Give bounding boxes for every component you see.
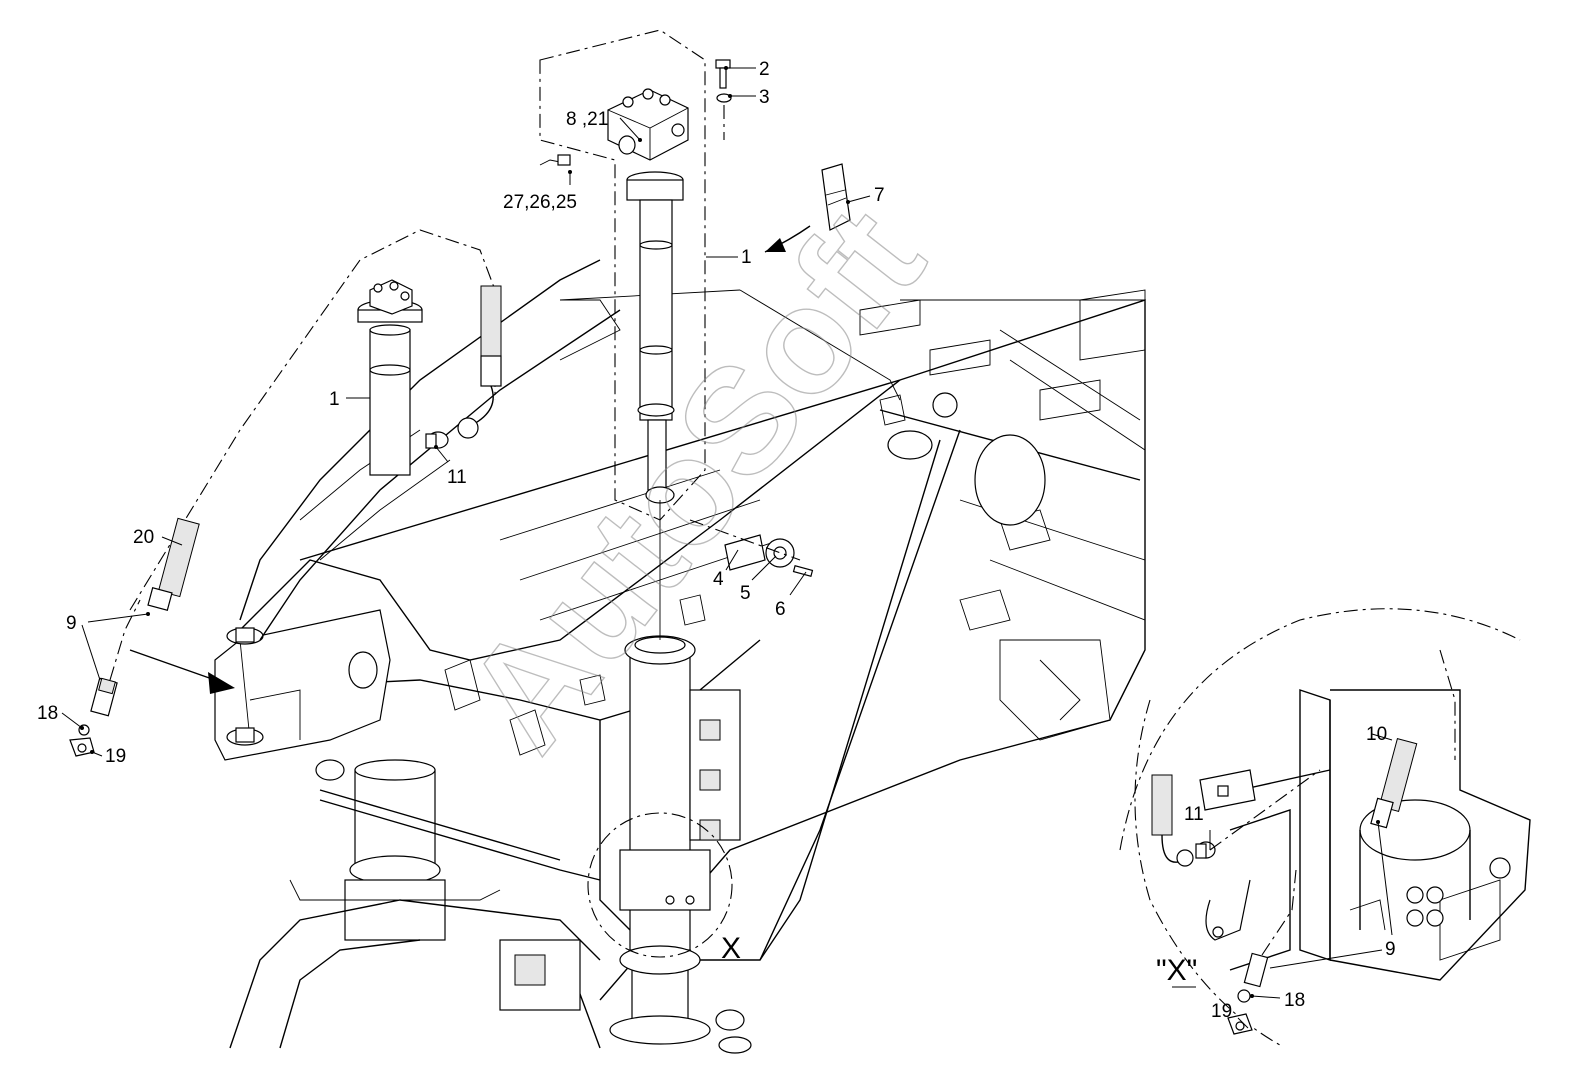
detail-x-view <box>1119 608 1531 1046</box>
detail-title-x: "X" <box>1156 954 1197 987</box>
callout-1-left: 1 <box>329 389 340 410</box>
detail-x-circle <box>587 812 733 958</box>
callout-6: 6 <box>775 599 786 620</box>
callout-9-detail: 9 <box>1385 939 1396 960</box>
callout-5: 5 <box>740 583 751 604</box>
main-frame <box>214 259 1146 1054</box>
callout-9-left: 9 <box>66 613 77 634</box>
callout-18-detail: 18 <box>1284 990 1305 1011</box>
callout-8-21: 8 ,21 <box>566 109 608 130</box>
callout-7: 7 <box>874 185 885 206</box>
callout-18-left: 18 <box>37 703 58 724</box>
callout-3: 3 <box>759 87 770 108</box>
left-hose-parts <box>69 517 235 757</box>
callout-19-detail: 19 <box>1211 1001 1232 1022</box>
watermark-text: AutoSoft <box>433 177 955 779</box>
callout-10: 10 <box>1366 724 1387 745</box>
callout-1-top: 1 <box>741 247 752 268</box>
bracket-parts <box>689 519 814 577</box>
callout-19-left: 19 <box>105 746 126 767</box>
callout-11-detail: 11 <box>1184 804 1204 825</box>
detail-label-x: X <box>721 932 741 965</box>
left-cylinder-group <box>129 229 502 611</box>
top-cylinder-group <box>539 29 851 640</box>
callout-20: 20 <box>133 527 154 548</box>
callout-labels: 2 3 8 ,21 27,26,25 7 1 1 11 20 9 18 19 4… <box>37 59 1396 1022</box>
callout-11-left: 11 <box>447 467 467 488</box>
callout-4: 4 <box>713 569 724 590</box>
callout-2: 2 <box>759 59 770 80</box>
callout-27-26-25: 27,26,25 <box>503 192 577 213</box>
leader-lines <box>61 66 1393 1029</box>
